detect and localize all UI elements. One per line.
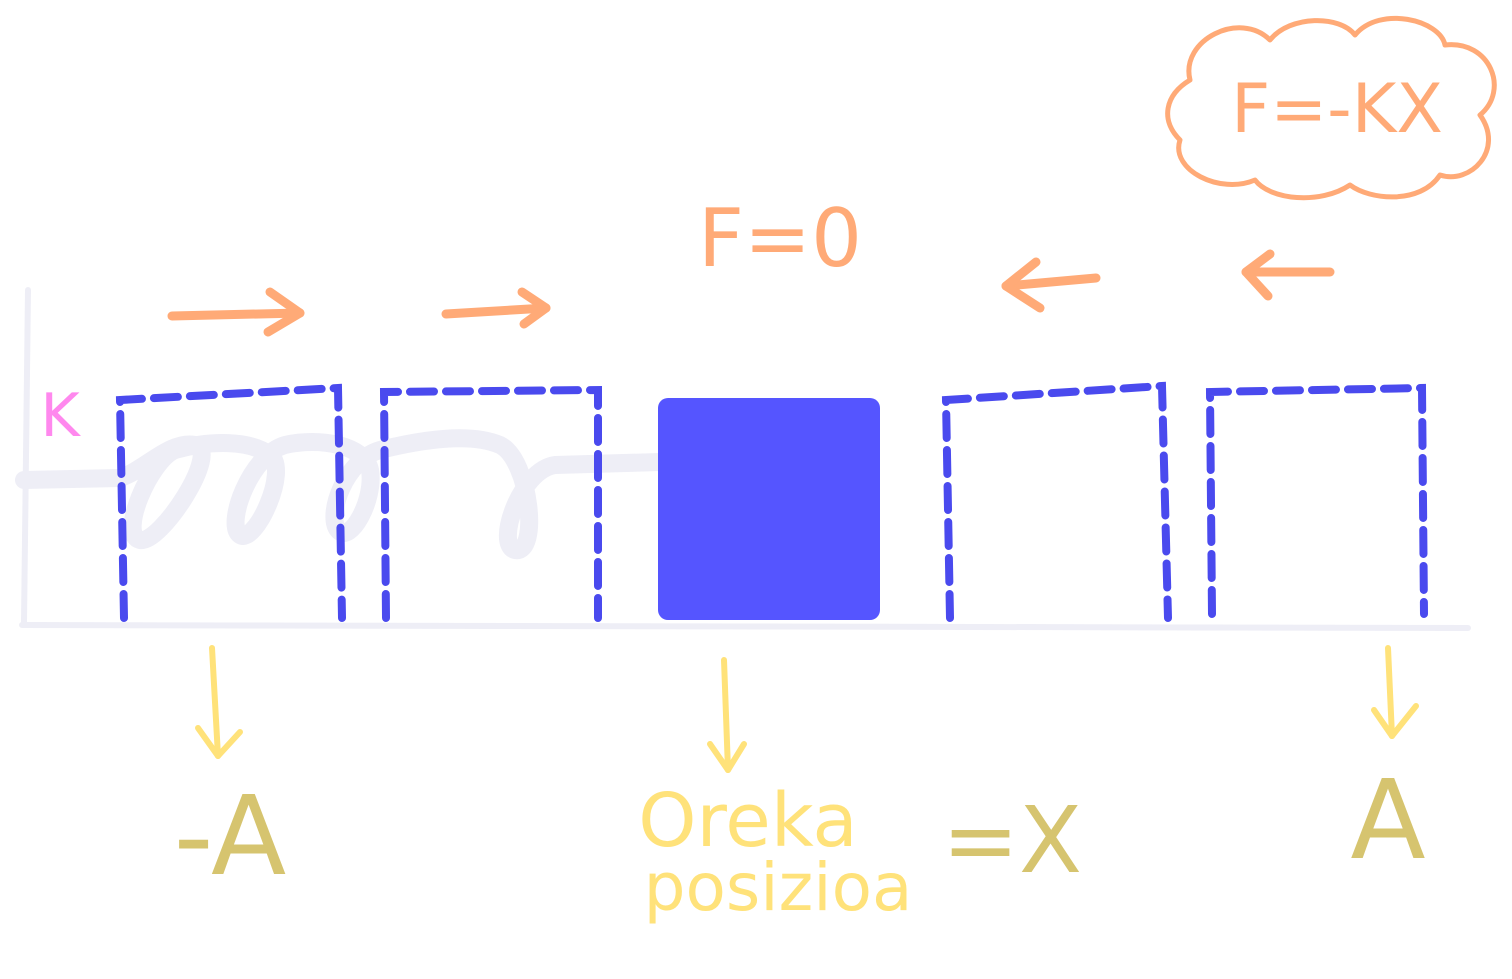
axes [19,287,1471,631]
position-markers [195,645,1419,773]
dashed-box-2 [379,385,602,622]
arrow-icon [1241,249,1335,301]
floor-line [19,622,1471,631]
force-zero-label: F=0 [698,192,862,285]
dashed-box-4 [1205,383,1428,618]
neg-amplitude-label: -A [174,772,287,900]
force-arrows-left [1001,249,1335,313]
dashed-box-1 [115,383,346,622]
down-arrow-icon [707,657,747,773]
arrow-icon [167,287,305,337]
equilibrium-line2: posizioa [644,849,913,926]
spring-constant-label: K [40,381,81,451]
pos-amplitude-label: A [1350,756,1425,884]
cloud-icon [1165,15,1497,201]
wall-line [21,287,31,625]
down-arrow-icon [1371,645,1419,739]
arrow-icon [1001,257,1101,313]
spring-coil [15,429,669,559]
dashed-box-3 [941,381,1172,622]
equals-x-label: =X [942,787,1082,894]
arrow-icon [441,287,551,329]
force-law-label: F=-KX [1231,70,1443,149]
mass-block [658,398,880,620]
equilibrium-line1: Oreka [638,778,857,864]
down-arrow-icon [195,645,243,759]
force-arrows-right [167,287,551,337]
dashed-boxes [115,381,1428,622]
